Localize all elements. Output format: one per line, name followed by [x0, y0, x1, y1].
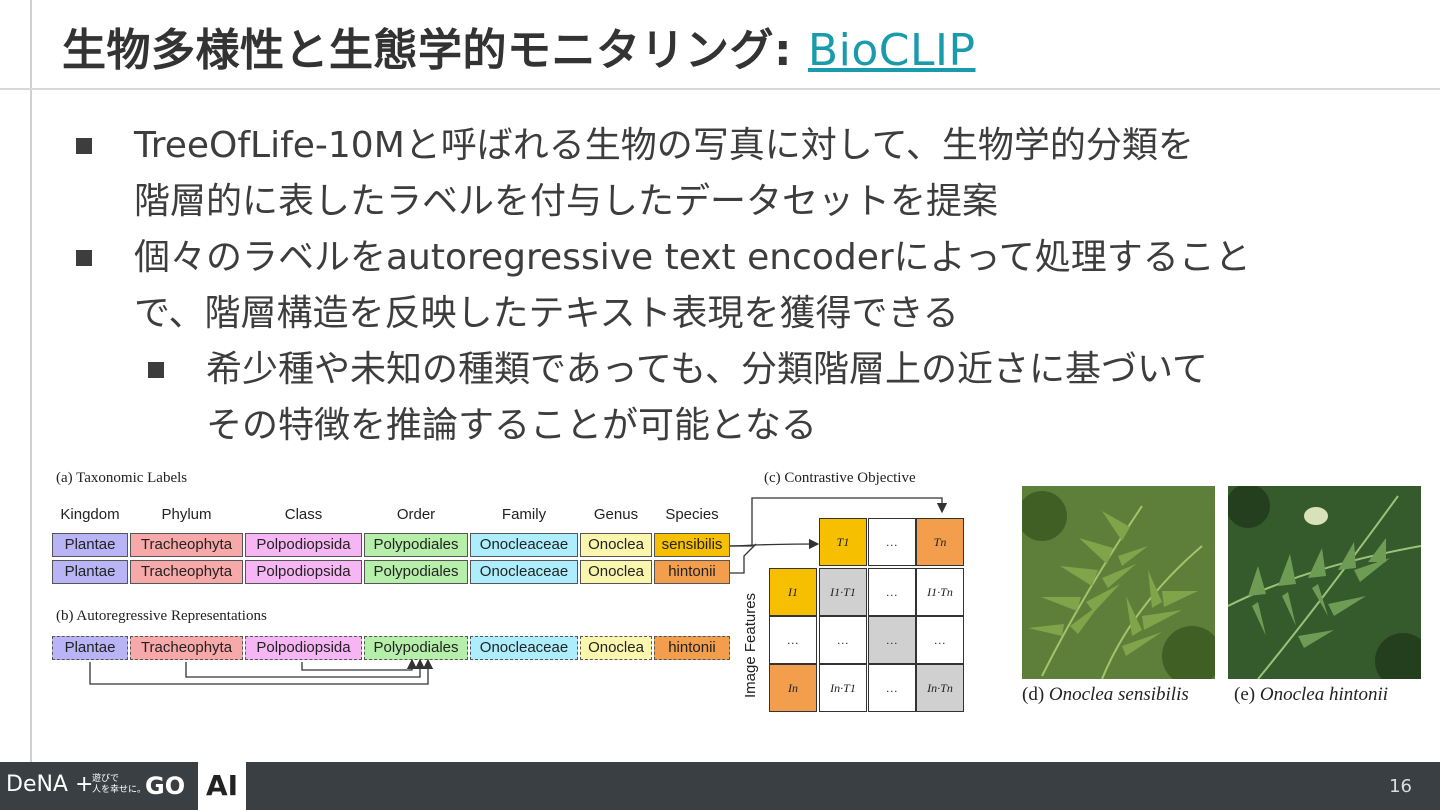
slide-title: 生物多様性と生態学的モニタリング: BioCLIP — [62, 14, 976, 78]
bullet-1-line-1: TreeOfLife-10Mと呼ばれる生物の写真に対して、生物学的分類を — [134, 125, 1194, 166]
bullet-3: 希少種や未知の種類であっても、分類階層上の近さに基づいて その特徴を推論すること… — [70, 342, 1390, 454]
bullet-3-line-1: 希少種や未知の種類であっても、分類階層上の近さに基づいて — [206, 349, 1208, 390]
similarity-cell: … — [868, 664, 916, 712]
bullet-1: TreeOfLife-10Mと呼ばれる生物の写真に対して、生物学的分類を 階層的… — [70, 118, 1390, 230]
caption-onoclea-hintonii: (e) Onoclea hintonii — [1234, 684, 1389, 705]
taxon-label: Onoclea — [580, 533, 652, 557]
title-divider — [0, 88, 1440, 90]
similarity-cell: … — [819, 616, 867, 664]
rank-header: Kingdom — [60, 506, 120, 523]
taxon-label: Plantae — [52, 560, 128, 584]
bullet-square-icon — [76, 250, 92, 266]
tagline-logo: 遊びで人を幸せに。 — [92, 774, 147, 795]
page-number: 16 — [1389, 776, 1412, 797]
go-logo: GO — [145, 772, 186, 800]
bullet-list: TreeOfLife-10Mと呼ばれる生物の写真に対して、生物学的分類を 階層的… — [70, 118, 1390, 454]
taxon-label: sensibilis — [654, 533, 730, 557]
caption-taxonomic-labels: (a) Taxonomic Labels — [56, 470, 188, 486]
image-embedding-cell: … — [769, 616, 817, 664]
similarity-cell: … — [868, 568, 916, 616]
similarity-cell: I1·T1 — [819, 568, 867, 616]
text-embedding-cell: … — [868, 518, 916, 566]
taxon-label: hintonii — [654, 636, 730, 660]
taxon-label: Polpodiopsida — [245, 560, 362, 584]
bullet-3-line-2: その特徴を推論することが可能となる — [206, 405, 817, 446]
image-embedding-cell: In — [769, 664, 817, 712]
rank-header: Genus — [593, 506, 639, 523]
taxon-label: Tracheophyta — [130, 560, 243, 584]
taxon-label: Onocleaceae — [470, 560, 578, 584]
caption-autoregressive: (b) Autoregressive Representations — [56, 608, 267, 624]
rank-header: Family — [501, 506, 547, 523]
text-embedding-cell: T1 — [819, 518, 867, 566]
rank-header: Class — [284, 506, 323, 523]
similarity-cell: … — [868, 616, 916, 664]
taxon-label: Polypodiales — [364, 560, 468, 584]
similarity-cell: In·Tn — [916, 664, 964, 712]
caption-onoclea-sensibilis: (d) Onoclea sensibilis — [1022, 684, 1189, 705]
bioclip-link[interactable]: BioCLIP — [807, 25, 976, 76]
taxon-label: Onocleaceae — [470, 533, 578, 557]
ai-logo: AI — [198, 762, 246, 810]
taxon-label: Onoclea — [580, 636, 652, 660]
bullet-2: 個々のラベルをautoregressive text encoderによって処理… — [70, 230, 1390, 342]
left-divider — [30, 0, 32, 762]
footer-bar: DeNA + 遊びで人を幸せに。 GO AI 16 — [0, 762, 1440, 810]
title-text: 生物多様性と生態学的モニタリング: — [62, 25, 808, 76]
similarity-cell: I1·Tn — [916, 568, 964, 616]
bullet-2-line-1: 個々のラベルをautoregressive text encoderによって処理… — [134, 237, 1251, 278]
bullet-square-icon — [148, 362, 164, 378]
taxon-label: Plantae — [52, 636, 128, 660]
taxon-label: Tracheophyta — [130, 636, 243, 660]
taxon-label: Polpodiopsida — [245, 533, 362, 557]
image-embedding-cell: I1 — [769, 568, 817, 616]
taxon-label: Polypodiales — [364, 533, 468, 557]
rank-header: Species — [665, 506, 719, 523]
taxon-label: Tracheophyta — [130, 533, 243, 557]
rank-header: Phylum — [161, 506, 212, 523]
connector-lines — [89, 497, 948, 685]
taxon-label: Plantae — [52, 533, 128, 557]
taxon-label: hintonii — [654, 560, 730, 584]
bullet-1-line-2: 階層的に表したラベルを付与したデータセットを提案 — [134, 181, 999, 222]
image-features-label: Image Features — [742, 592, 759, 698]
photo-onoclea-hintonii — [1228, 486, 1421, 679]
bullet-square-icon — [76, 138, 92, 154]
similarity-cell: In·T1 — [819, 664, 867, 712]
taxon-label: Onoclea — [580, 560, 652, 584]
bioclip-figure: (a) Taxonomic Labels (b) Autoregressive … — [50, 462, 1430, 722]
photo-onoclea-sensibilis — [1022, 486, 1215, 679]
similarity-cell: … — [916, 616, 964, 664]
text-embedding-cell: Tn — [916, 518, 964, 566]
caption-contrastive: (c) Contrastive Objective — [764, 470, 916, 486]
taxon-label: Polpodiopsida — [245, 636, 362, 660]
rank-header: Order — [396, 506, 436, 523]
bullet-2-line-2: で、階層構造を反映したテキスト表現を獲得できる — [134, 293, 959, 334]
dena-logo: DeNA + — [6, 772, 94, 797]
taxon-label: Onocleaceae — [470, 636, 578, 660]
